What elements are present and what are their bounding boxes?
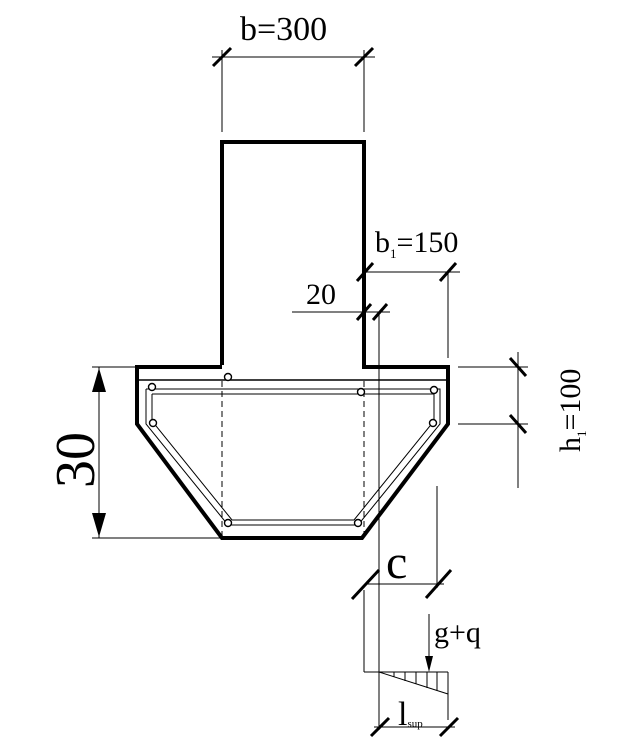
h1-tick-top (508, 357, 528, 377)
support-pressure-diagram: g+q (363, 590, 481, 720)
web-and-flange-outline (135, 140, 450, 540)
c-tick-right (424, 569, 453, 599)
reinforcement-cage (137, 372, 448, 537)
h1-label: h1=100 (554, 369, 589, 452)
rebar-flange-right (429, 385, 439, 395)
rebar-bottom-left (223, 518, 233, 528)
lsup-label: lsup (398, 696, 423, 733)
lsup-label-main: l (398, 696, 407, 733)
height-arrow-top (92, 368, 106, 392)
h1-label-value: =100 (554, 369, 587, 431)
load-arrow-head (425, 656, 433, 672)
cover-label: 20 (306, 278, 336, 311)
cover-tick-right (371, 303, 389, 321)
rebar-top-right (356, 387, 366, 397)
b1-tick-left (355, 262, 375, 282)
b1-label: b1=150 (375, 226, 458, 261)
rebar-top-left (223, 372, 233, 382)
lsup-tick-right (438, 716, 460, 738)
dimension-b1: b1=150 (355, 226, 460, 358)
dimension-height: 30 (45, 366, 222, 539)
b1-label-main: b (375, 226, 390, 259)
dimension-lsup: lsup (369, 672, 460, 738)
h1-label-main: h (554, 437, 587, 452)
dimension-c: c (350, 486, 453, 601)
dimension-h1: h1=100 (458, 352, 589, 488)
dimension-cover: 20 (292, 278, 390, 672)
h1-tick-bottom (508, 414, 528, 434)
lsup-tick-left (369, 716, 391, 738)
c-tick-left (350, 568, 381, 601)
pressure-diagonal (378, 671, 449, 695)
height-label: 30 (45, 432, 107, 488)
dimension-b: b=300 (211, 11, 375, 132)
cover-tick-left (355, 303, 373, 321)
b-label: b=300 (240, 11, 327, 48)
b1-label-value: =150 (397, 226, 459, 259)
lsup-label-subscript: sup (407, 718, 423, 730)
h1-label-subscript: 1 (574, 431, 589, 438)
b1-label-subscript: 1 (390, 246, 397, 261)
height-arrow-bottom (92, 513, 106, 537)
rebar-bottom-right (353, 518, 363, 528)
b-tick-right (353, 46, 375, 68)
b1-tick-right (438, 262, 458, 282)
c-label: c (386, 536, 407, 589)
rebar-flange-left (147, 382, 157, 392)
load-label: g+q (434, 616, 481, 649)
section-outline (135, 140, 450, 540)
stirrup-outer (145, 388, 441, 526)
rebar-mid-right (428, 418, 438, 428)
rebar-mid-left (148, 418, 158, 428)
b-tick-left (211, 46, 233, 68)
